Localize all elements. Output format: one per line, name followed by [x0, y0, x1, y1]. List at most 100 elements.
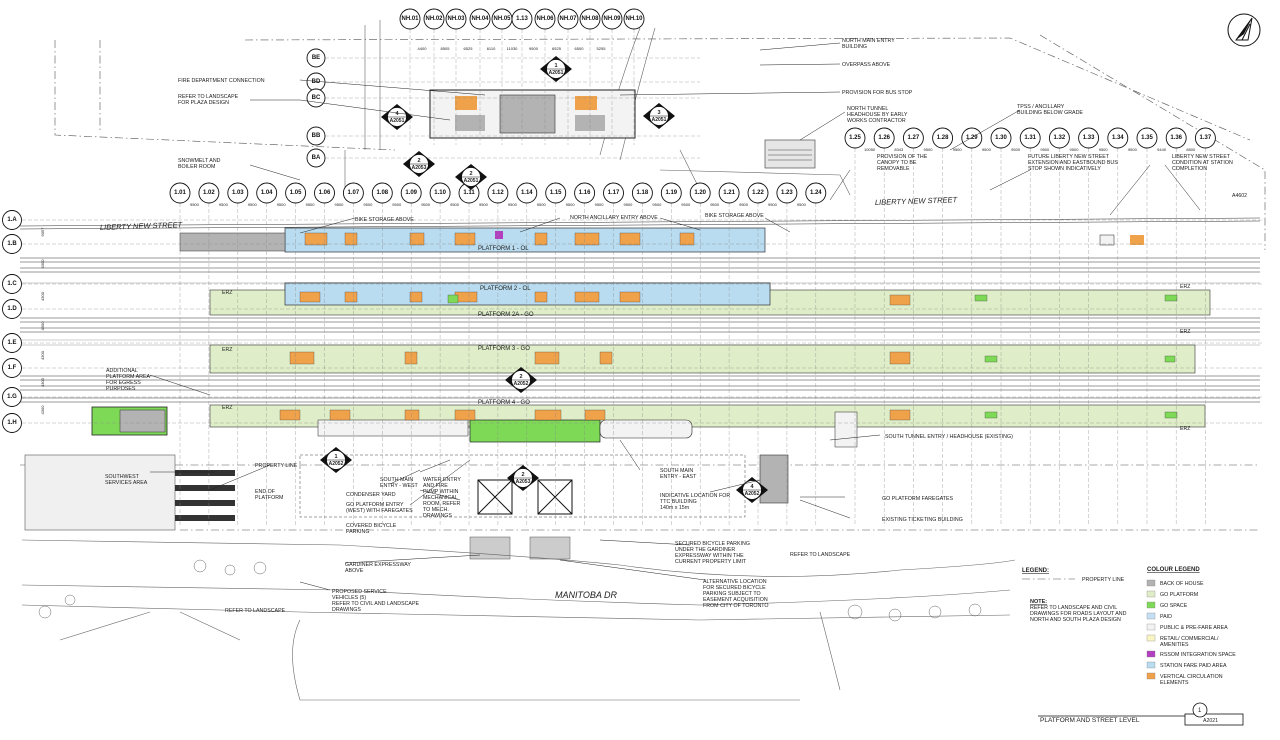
grid-dimension: 9057: [40, 227, 45, 237]
grid-dimension: 4300: [40, 321, 45, 331]
grid-bubble-row: 1.G: [2, 387, 22, 407]
svg-text:1.04: 1.04: [261, 190, 273, 196]
grid-bubble-main: 1.02: [198, 182, 220, 204]
grid-bubble-east: 1.30: [990, 127, 1012, 149]
grid-bubble-row: 1.E: [2, 333, 22, 353]
platforms: [91, 227, 1211, 504]
svg-text:A2051: A2051: [390, 118, 405, 124]
grid-dimension: 9500: [768, 202, 778, 207]
grid-bubble-main: 1.09: [400, 182, 422, 204]
svg-text:1.18: 1.18: [637, 190, 649, 196]
grid-dimension: 9500: [277, 202, 287, 207]
fire-dept-note: FIRE DEPARTMENT CONNECTION: [178, 78, 265, 84]
grid-dimension: 10050: [864, 147, 876, 152]
north-plaza-geometry: [344, 20, 851, 196]
section-markers: 1A20514A20513A20512A20512A20532A20521A20…: [320, 56, 768, 503]
svg-text:1.26: 1.26: [878, 135, 890, 141]
grid-bubble-east: 1.25: [844, 127, 866, 149]
svg-text:1.29: 1.29: [966, 135, 978, 141]
grid-dimension: 8343: [894, 147, 904, 152]
legend-swatch: [1146, 672, 1156, 680]
grid-dimension: 6110: [487, 46, 496, 51]
legend-swatch: [1146, 623, 1156, 631]
svg-text:BA: BA: [312, 155, 321, 161]
svg-text:1.10: 1.10: [434, 190, 446, 196]
svg-text:A2052: A2052: [514, 381, 529, 387]
drawing-number: 1: [1198, 708, 1202, 714]
grid-dimension: 4300: [40, 350, 45, 360]
grid-bubble-north-entry: NH.05: [491, 8, 513, 30]
platform-3-label: PLATFORM 3 - GO: [478, 346, 530, 352]
grid-bubble-east: 1.35: [1136, 127, 1158, 149]
erz-label: ERZ: [1180, 284, 1190, 290]
legend-title: LEGEND:: [1022, 568, 1049, 574]
grid-lines: [22, 29, 1262, 525]
svg-text:1.08: 1.08: [376, 190, 388, 196]
svg-text:BD: BD: [312, 79, 321, 85]
svg-text:1.16: 1.16: [579, 190, 591, 196]
dimension-ref: A4602: [1232, 193, 1247, 199]
grid-bubble-main: 1.03: [227, 182, 249, 204]
go-entry-west-note: GO PLATFORM ENTRY(WEST) WITH FAREGATES: [346, 502, 413, 514]
grid-dimension: 6525: [552, 46, 562, 51]
grid-bubble-north: BE: [306, 48, 326, 68]
grid-bubble-row: 1.D: [2, 299, 22, 319]
grid-bubble-north-entry: NH.02: [423, 8, 445, 30]
legend-note-title: NOTE:: [1030, 599, 1047, 605]
property-line-note: PROPERTY LINE: [255, 463, 298, 469]
grid-dimension: 9500: [190, 202, 200, 207]
svg-text:1.25: 1.25: [849, 135, 861, 141]
svg-text:BE: BE: [312, 55, 320, 61]
colour-legend-item: PUBLIC & PRE-FARE AREA: [1146, 623, 1228, 631]
grid-bubble-main: 1.15: [545, 182, 567, 204]
svg-text:1.11: 1.11: [463, 190, 475, 196]
grid-dimension: 9500: [1099, 147, 1109, 152]
legend-swatch: [1146, 579, 1156, 587]
grid-bubble-main: 1.14: [516, 182, 538, 204]
grid-dimension: 9500: [1070, 147, 1080, 152]
grid-dimension: 9500: [953, 147, 963, 152]
grid-bubble-north-entry: 1.13: [511, 8, 533, 30]
svg-text:NH.09: NH.09: [603, 16, 621, 22]
grid-dimension: 4300: [40, 259, 45, 269]
grid-dimension: 9500: [421, 202, 431, 207]
svg-text:NH.08: NH.08: [581, 16, 599, 22]
svg-text:NH.01: NH.01: [401, 16, 419, 22]
grid-bubble-north-entry: NH.08: [579, 8, 601, 30]
grid-bubble-east: 1.27: [902, 127, 924, 149]
grid-dimension: 9440: [1157, 147, 1167, 152]
grid-dimension: 9500: [363, 202, 373, 207]
grid-dimension: 9500: [537, 202, 547, 207]
grid-bubble-main: 1.18: [631, 182, 653, 204]
bus-stop-note: PROVISION FOR BUS STOP: [842, 90, 913, 96]
grid-bubble-east: 1.26: [873, 127, 895, 149]
grid-bubble-main: 1.16: [574, 182, 596, 204]
grid-bubble-main: 1.08: [371, 182, 393, 204]
legend-swatch: [1146, 650, 1156, 658]
legend-label: PAID: [1160, 614, 1172, 620]
grid-bubble-main: 1.05: [285, 182, 307, 204]
svg-text:1.33: 1.33: [1083, 135, 1095, 141]
svg-text:1.32: 1.32: [1054, 135, 1066, 141]
manitoba-street-label: MANITOBA DR: [555, 590, 618, 600]
svg-text:2: 2: [417, 158, 420, 164]
colour-legend-item: PAID: [1146, 612, 1172, 620]
rail-tracks: [19, 217, 1261, 403]
grid-bubble-east: 1.32: [1048, 127, 1070, 149]
svg-text:1.F: 1.F: [8, 365, 17, 371]
grid-bubble-main: 1.12: [487, 182, 509, 204]
erz-label: ERZ: [1180, 329, 1190, 335]
legend-label: GO SPACE: [1160, 603, 1188, 609]
refer-landscape-note-1: REFER TO LANDSCAPE: [790, 552, 851, 558]
legend-label: GO PLATFORM: [1160, 592, 1198, 598]
